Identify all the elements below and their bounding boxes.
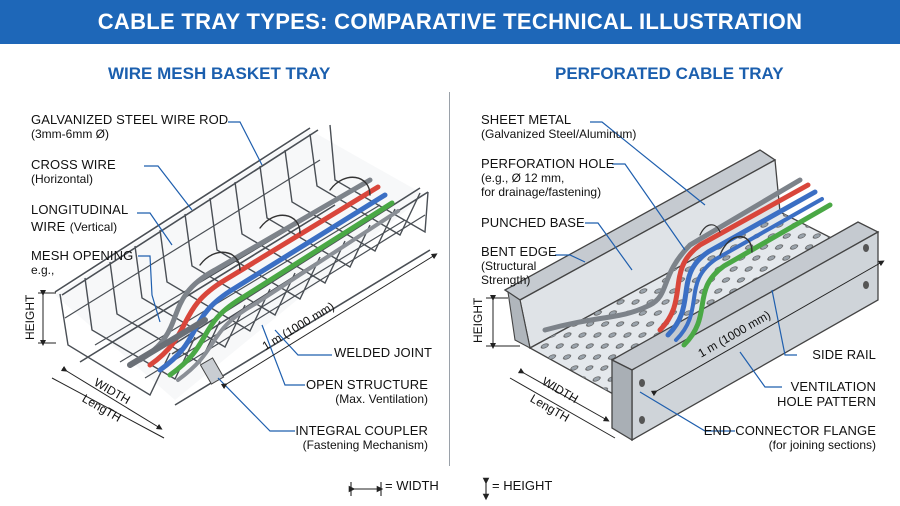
label-perforation-hole-sub2: for drainage/fastening) (481, 184, 602, 199)
label-mesh-opening: MESH OPENING e.g., (31, 248, 134, 278)
label-sheet-metal: SHEET METAL (Galvanized Steel/Aluminum) (481, 112, 637, 142)
label-longitudinal-sub: (Vertical) (69, 219, 118, 234)
label-ventilation-title2: HOLE PATTERN (777, 393, 876, 409)
label-wire-rod-sub: (3mm-6mm Ø) (31, 126, 109, 141)
label-mesh-opening-sub: e.g., (31, 262, 55, 277)
label-wire-rod-title: GALVANIZED STEEL WIRE ROD (31, 112, 229, 127)
label-side-rail: SIDE RAIL (770, 347, 876, 363)
label-bent-edge-sub2: Strength) (481, 272, 531, 287)
label-open-structure: OPEN STRUCTURE (Max. Ventilation) (300, 377, 428, 407)
label-sheet-metal-sub: (Galvanized Steel/Aluminum) (481, 126, 637, 141)
right-heading: PERFORATED CABLE TRAY (555, 64, 784, 83)
label-punched-base: PUNCHED BASE (481, 215, 585, 231)
legend-width: = WIDTH (385, 478, 439, 493)
label-welded-joint: WELDED JOINT (334, 345, 432, 361)
left-height-label: HEIGHT (23, 294, 37, 340)
label-side-rail-title: SIDE RAIL (812, 347, 876, 362)
label-open-structure-title: OPEN STRUCTURE (305, 377, 428, 392)
label-longitudinal-title: LONGITUDINAL (31, 202, 129, 217)
label-welded-joint-title: WELDED JOINT (334, 345, 432, 360)
legend-symbols (348, 477, 490, 501)
label-longitudinal: LONGITUDINAL WIRE (Vertical) (31, 202, 129, 236)
label-end-connector-title: END CONNECTOR FLANGE (703, 423, 876, 438)
label-integral-coupler-title: INTEGRAL COUPLER (295, 423, 428, 438)
label-longitudinal-title2: WIRE (31, 218, 66, 234)
label-ventilation-title1: VENTILATION (790, 379, 876, 394)
label-bent-edge: BENT EDGE (Structural Strength) (481, 244, 557, 288)
label-bent-edge-sub1: (Structural (481, 258, 537, 273)
label-end-connector: END CONNECTOR FLANGE (for joining sectio… (700, 423, 876, 453)
label-sheet-metal-title: SHEET METAL (481, 112, 572, 127)
left-dimensions (38, 253, 438, 439)
left-heading: WIRE MESH BASKET TRAY (108, 64, 331, 83)
label-perforation-hole: PERFORATION HOLE (e.g., Ø 12 mm, for dra… (481, 156, 615, 200)
label-cross-wire-sub: (Horizontal) (31, 171, 94, 186)
label-end-connector-sub: (for joining sections) (768, 437, 876, 452)
label-perforation-hole-sub1: (e.g., Ø 12 mm, (481, 170, 565, 185)
label-ventilation: VENTILATION HOLE PATTERN (760, 379, 876, 410)
right-height-label: HEIGHT (471, 297, 485, 343)
label-open-structure-sub: (Max. Ventilation) (335, 391, 428, 406)
label-mesh-opening-title: MESH OPENING (31, 248, 134, 263)
label-wire-rod: GALVANIZED STEEL WIRE ROD (3mm-6mm Ø) (31, 112, 229, 142)
label-perforation-hole-title: PERFORATION HOLE (481, 156, 615, 171)
page-title-banner: CABLE TRAY TYPES: COMPARATIVE TECHNICAL … (0, 0, 900, 44)
label-integral-coupler: INTEGRAL COUPLER (Fastening Mechanism) (280, 423, 428, 453)
label-bent-edge-title: BENT EDGE (481, 244, 557, 259)
page-title: CABLE TRAY TYPES: COMPARATIVE TECHNICAL … (97, 9, 803, 34)
panel-divider (449, 92, 450, 466)
legend-height: = HEIGHT (492, 478, 553, 493)
label-cross-wire: CROSS WIRE (Horizontal) (31, 157, 116, 187)
label-integral-coupler-sub: (Fastening Mechanism) (302, 437, 428, 452)
label-cross-wire-title: CROSS WIRE (31, 157, 116, 172)
label-punched-base-title: PUNCHED BASE (481, 215, 585, 230)
right-dimensions (486, 260, 885, 439)
